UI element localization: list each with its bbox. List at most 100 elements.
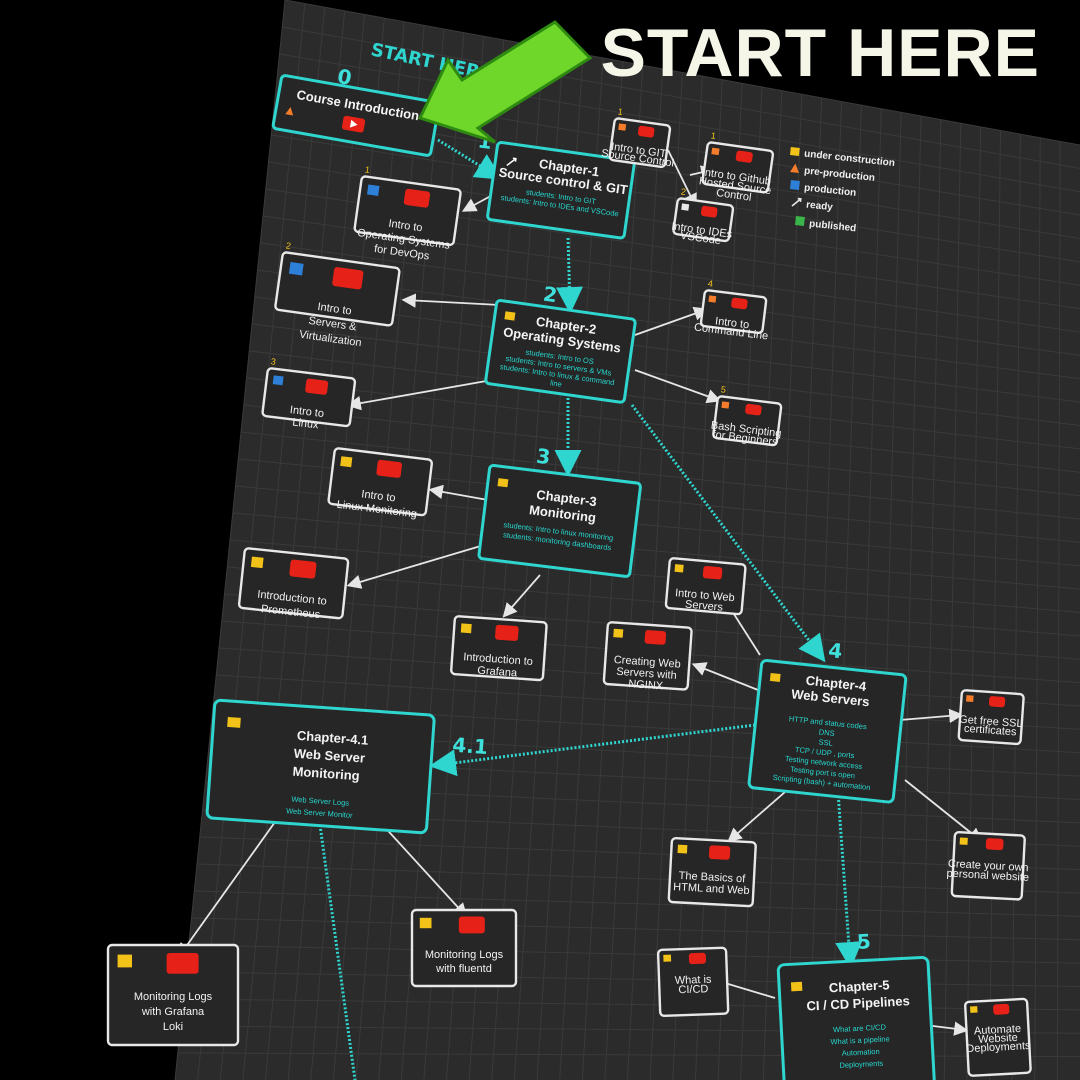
chapter-bullet: Automation <box>841 1047 879 1058</box>
blue-icon <box>288 261 304 276</box>
node-number: 3 <box>535 444 552 470</box>
yellow-icon <box>419 917 432 929</box>
youtube-icon <box>644 630 667 645</box>
node-label: Monitoring Logs <box>425 949 504 961</box>
youtube-icon <box>735 150 753 163</box>
cone-icon <box>721 401 730 409</box>
youtube-icon <box>708 845 731 860</box>
construction-icon <box>504 311 516 321</box>
node-number: 3 <box>270 356 276 367</box>
node-number: 5 <box>720 384 726 395</box>
youtube-icon <box>988 696 1006 708</box>
node-label: Control <box>715 187 752 204</box>
start-here-banner: START HERE <box>600 15 1040 91</box>
node-label: Intro to <box>289 404 324 420</box>
rocket-icon <box>506 157 517 167</box>
chapter-bullet: What is a pipeline <box>830 1034 890 1046</box>
yellow-icon <box>674 564 684 573</box>
chapter-subtitle: Monitoring <box>292 764 360 784</box>
node-label: personal website <box>946 868 1029 884</box>
youtube-icon <box>305 378 329 395</box>
legend-label: published <box>809 219 857 235</box>
chapter-title: Chapter-5 <box>829 977 890 995</box>
legend-item: production <box>790 180 857 199</box>
yellow-icon <box>959 837 968 845</box>
youtube-icon <box>993 1003 1010 1015</box>
legend-label: production <box>804 183 857 199</box>
chapter-title: Chapter-4.1 <box>296 728 368 748</box>
chapter-4-1-node[interactable]: 4.1 Chapter-4.1 Web Server Monitoring We… <box>205 698 490 837</box>
node-number: 1 <box>617 106 623 117</box>
cone-icon <box>711 147 720 156</box>
legend-item: published <box>795 216 857 234</box>
yellow-icon <box>250 556 264 569</box>
course-intro-node[interactable]: 0 Course Introduction <box>271 54 444 157</box>
node-label: NGINX <box>628 678 664 692</box>
youtube-icon <box>700 205 718 218</box>
chapter-subtitle: CI / CD Pipelines <box>806 993 910 1013</box>
chapter-2-node[interactable]: 2 Chapter-2 Operating Systems students: … <box>484 275 639 404</box>
yellow-icon <box>340 456 353 468</box>
youtube-icon <box>376 459 402 478</box>
yellow-icon <box>117 954 132 968</box>
node-number: 1 <box>364 164 370 175</box>
chapter-bullet: DNS <box>818 727 835 738</box>
node-number: 0 <box>336 64 354 90</box>
cone-icon <box>790 163 799 173</box>
node-label: Website <box>978 1032 1018 1046</box>
chapter-subtitle: Web Server <box>293 746 365 766</box>
chapter-title: Chapter-4 <box>805 673 868 694</box>
node-label: Intro to <box>388 218 424 235</box>
node-number: 4 <box>707 278 713 289</box>
node-label: Linux <box>292 416 320 431</box>
node-label: Deployments <box>966 1040 1031 1055</box>
chapter-title: Chapter-3 <box>536 487 598 509</box>
construction-icon <box>790 981 803 992</box>
legend-label: ready <box>806 200 834 214</box>
chapter-5-node[interactable]: 5 Chapter-5 CI / CD Pipelines What are C… <box>776 926 936 1080</box>
cone-icon <box>708 295 717 303</box>
node-label: The Basics of <box>678 870 746 886</box>
youtube-icon <box>702 565 723 580</box>
node-number: 2 <box>680 186 686 197</box>
node-label: Get free SSL <box>959 714 1023 730</box>
node-label: with Grafana <box>141 1006 205 1018</box>
yellow-icon <box>460 623 472 634</box>
chapter-bullet: What are CI/CD <box>833 1022 887 1034</box>
node-label: Grafana <box>477 665 518 680</box>
blue-box-icon <box>790 180 800 190</box>
chapter-3-node[interactable]: 3 Chapter-3 Monitoring students: Intro t… <box>477 438 645 578</box>
yellow-icon <box>970 1006 978 1013</box>
node-label: Servers <box>685 599 724 614</box>
youtube-icon <box>332 267 364 290</box>
node-label: with fluentd <box>435 963 492 975</box>
topic-node-logs-fluentd[interactable]: Monitoring Logs with fluentd <box>410 908 518 988</box>
node-label: Servers with <box>616 666 677 682</box>
node-label: certificates <box>964 723 1018 739</box>
node-label: Create your own <box>948 858 1029 874</box>
node-label: Intro to <box>317 301 353 318</box>
chapter-4-node[interactable]: 4 Chapter-4 Web Servers HTTP and status … <box>747 631 910 804</box>
construction-icon <box>790 147 800 156</box>
chapter-1-node[interactable]: 1 Chapter-1 Source control & GIT student… <box>467 128 636 240</box>
topic-connectors <box>177 142 983 1036</box>
chapter-bullet: SSL <box>818 737 833 747</box>
blue-icon <box>272 375 284 386</box>
